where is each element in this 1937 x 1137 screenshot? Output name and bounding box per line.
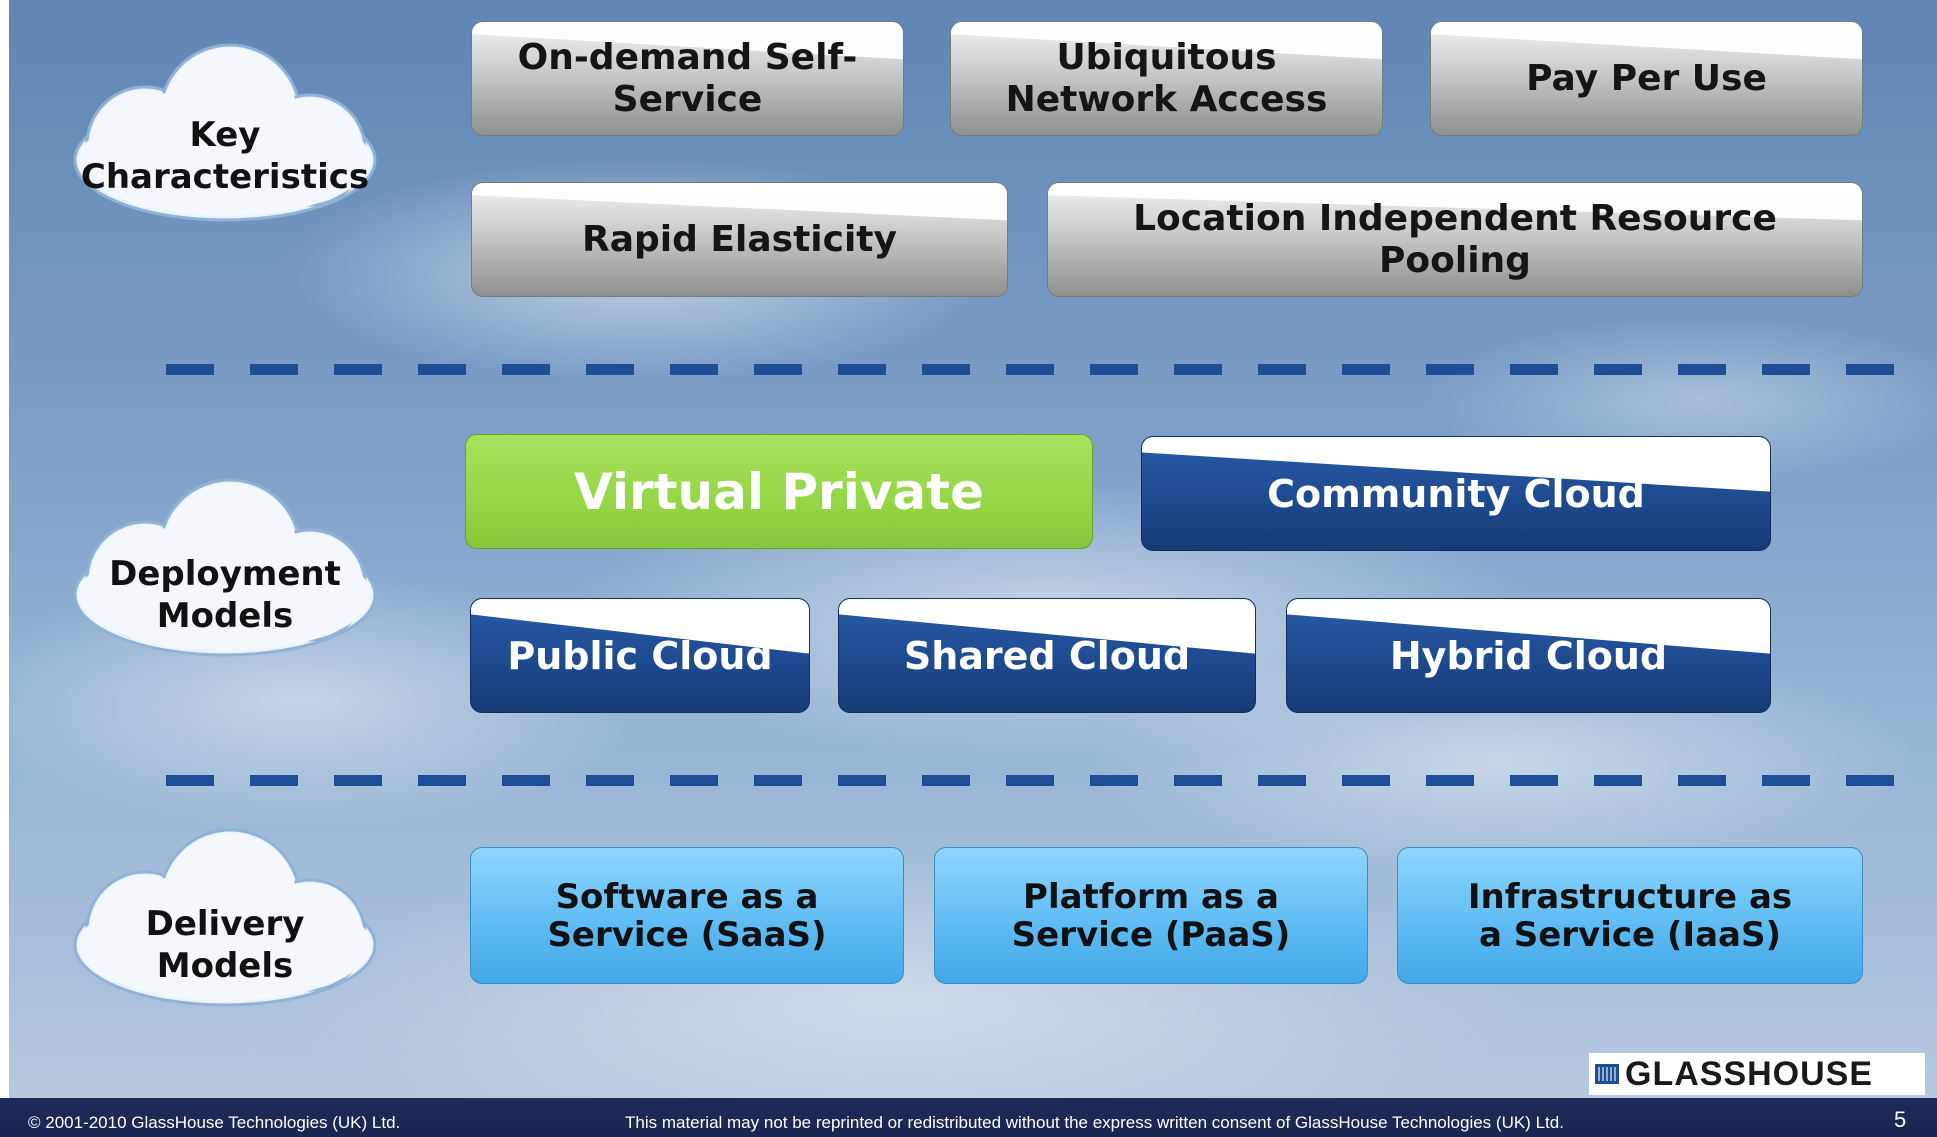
page-number: 5 bbox=[1894, 1107, 1907, 1132]
section-divider bbox=[166, 775, 1900, 786]
cloud-icon bbox=[73, 43, 377, 222]
cloud-icon bbox=[73, 478, 377, 657]
characteristic-label: On-demand Self- Service bbox=[517, 36, 858, 120]
deployment-hybrid-cloud: Hybrid Cloud bbox=[1286, 598, 1771, 713]
deployment-public-cloud: Public Cloud bbox=[470, 598, 810, 713]
characteristic-rapid-elasticity: Rapid Elasticity bbox=[471, 182, 1008, 297]
cloud-delivery-models: Delivery Models bbox=[55, 815, 395, 1025]
cloud-key-characteristics: Key Characteristics bbox=[55, 30, 395, 240]
delivery-saas: Software as a Service (SaaS) bbox=[470, 847, 904, 984]
deployment-shared-cloud: Shared Cloud bbox=[838, 598, 1256, 713]
characteristic-label: Location Independent Resource Pooling bbox=[1133, 197, 1777, 281]
cloud-label: Deployment Models bbox=[109, 554, 341, 636]
footer-notice: This material may not be reprinted or re… bbox=[625, 1113, 1564, 1132]
deployment-label: Virtual Private bbox=[574, 462, 984, 521]
cloud-deployment-models: Deployment Models bbox=[55, 465, 395, 675]
section-divider bbox=[166, 364, 1900, 375]
footer-bar: © 2001-2010 GlassHouse Technologies (UK)… bbox=[0, 1098, 1937, 1137]
characteristic-label: Pay Per Use bbox=[1526, 57, 1767, 99]
characteristic-location-independent-resource-pooling: Location Independent Resource Pooling bbox=[1047, 182, 1863, 297]
left-border bbox=[0, 0, 9, 1137]
deployment-label: Community Cloud bbox=[1267, 471, 1645, 516]
delivery-iaas: Infrastructure as a Service (IaaS) bbox=[1397, 847, 1863, 984]
deployment-label: Shared Cloud bbox=[903, 633, 1191, 678]
deployment-label: Public Cloud bbox=[507, 633, 773, 678]
delivery-paas: Platform as a Service (PaaS) bbox=[934, 847, 1368, 984]
cloud-label: Delivery Models bbox=[145, 904, 305, 986]
deployment-virtual-private: Virtual Private bbox=[465, 434, 1093, 549]
characteristic-label: Rapid Elasticity bbox=[582, 218, 897, 260]
logo-flag-icon bbox=[1595, 1064, 1619, 1084]
cloud-label: Key Characteristics bbox=[80, 115, 370, 197]
glasshouse-logo: GLASSHOUSE bbox=[1589, 1053, 1925, 1095]
characteristic-label: Ubiquitous Network Access bbox=[1005, 36, 1328, 120]
deployment-community-cloud: Community Cloud bbox=[1141, 436, 1771, 551]
delivery-label: Software as a Service (SaaS) bbox=[547, 876, 827, 955]
characteristic-on-demand-self-service: On-demand Self- Service bbox=[471, 21, 904, 136]
footer-copyright: © 2001-2010 GlassHouse Technologies (UK)… bbox=[28, 1113, 401, 1132]
delivery-label: Infrastructure as a Service (IaaS) bbox=[1467, 876, 1793, 955]
characteristic-ubiquitous-network-access: Ubiquitous Network Access bbox=[950, 21, 1383, 136]
delivery-label: Platform as a Service (PaaS) bbox=[1011, 876, 1291, 955]
characteristic-pay-per-use: Pay Per Use bbox=[1430, 21, 1863, 136]
deployment-label: Hybrid Cloud bbox=[1389, 633, 1668, 678]
cloud-icon bbox=[73, 828, 377, 1007]
logo-text: GLASSHOUSE bbox=[1625, 1054, 1874, 1093]
